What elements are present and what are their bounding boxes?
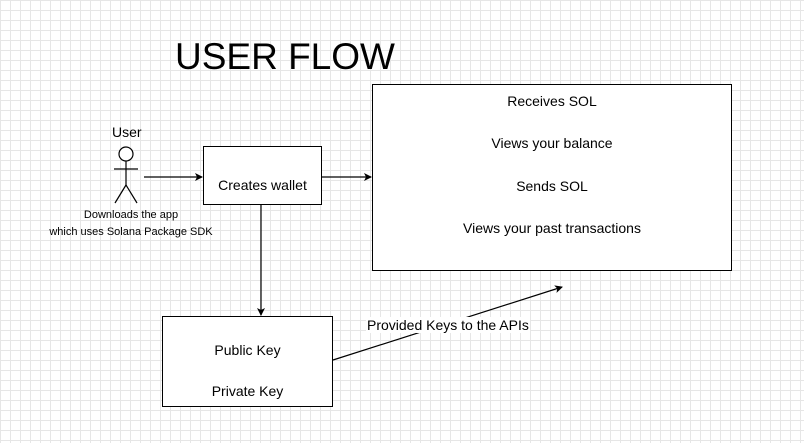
create-wallet-label: Creates wallet — [218, 177, 307, 193]
actor-caption-line-2: which uses Solana Package SDK — [49, 226, 213, 238]
user-stick-figure-icon — [114, 146, 138, 204]
feature-receive-sol: Receives SOL — [507, 93, 597, 109]
public-key-label: Public Key — [214, 342, 281, 358]
feature-send-sol: Sends SOL — [516, 178, 588, 194]
create-wallet-box: Creates wallet — [203, 146, 322, 205]
keys-box: Public Key Private Key — [162, 316, 333, 407]
feature-view-balance: Views your balance — [491, 135, 613, 151]
features-box: Receives SOL Views your balance Sends SO… — [372, 84, 732, 271]
actor-caption: Downloads the app which uses Solana Pack… — [36, 207, 226, 241]
actor-label: User — [112, 124, 142, 140]
feature-past-transactions: Views your past transactions — [463, 220, 641, 236]
private-key-label: Private Key — [211, 383, 284, 399]
edge-label-provided-keys: Provided Keys to the APIs — [366, 317, 530, 333]
actor-caption-line-1: Downloads the app — [83, 209, 179, 221]
diagram-title: USER FLOW — [175, 36, 395, 77]
